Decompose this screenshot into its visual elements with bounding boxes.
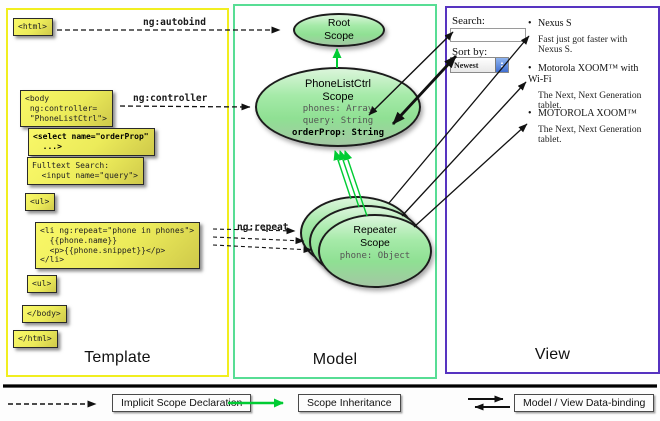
phonelistctrl-scope-title: PhoneListCtrl Scope <box>304 78 372 104</box>
code-box-select: <select name="orderProp" ...> <box>28 128 155 156</box>
item-desc: The Next, Next Generation tablet. <box>538 125 642 145</box>
stepper-down-icon: ▼ <box>500 64 504 69</box>
code-box-html-close: </html> <box>13 330 58 348</box>
phonelistctrl-scope-ellipse: PhoneListCtrl Scope phones: Array query:… <box>255 67 421 147</box>
prop-orderprop: orderProp: String <box>291 127 385 138</box>
search-label: Search: <box>452 15 485 27</box>
prop-phones: phones: Array <box>302 104 374 115</box>
select-stepper-icon: ▲ ▼ <box>495 58 508 72</box>
root-scope-title: Root Scope <box>324 17 354 42</box>
repeater-scope-title: Repeater Scope <box>353 224 397 249</box>
ng-repeat-label: ng:repeat <box>237 222 289 233</box>
sort-select[interactable]: Newest ▲ ▼ <box>450 57 509 73</box>
sort-select-value: Newest <box>454 60 479 70</box>
template-panel-label: Template <box>84 349 151 366</box>
list-item: •Motorola XOOM™ with Wi-Fi The Next, Nex… <box>528 63 648 111</box>
model-panel-label: Model <box>312 351 358 368</box>
item-name: •Nexus S <box>528 18 572 29</box>
view-panel-label: View <box>534 346 571 363</box>
code-box-li-repeat: <li ng:repeat="phone in phones"> {{phone… <box>35 222 201 269</box>
bullet-icon: • <box>528 18 532 29</box>
ng-autobind-label: ng:autobind <box>143 17 206 28</box>
legend-scope-inheritance-box: Scope Inheritance <box>298 394 401 412</box>
root-scope-ellipse: Root Scope <box>293 13 385 47</box>
ng-controller-label: ng:controller <box>133 93 208 104</box>
model-panel: Model <box>233 4 437 379</box>
repeater-scope-ellipse-front: Repeater Scope phone: Object <box>318 214 432 288</box>
bullet-icon: • <box>528 108 532 119</box>
prop-query: query: String <box>302 116 374 127</box>
search-input[interactable] <box>450 28 526 42</box>
list-item: •MOTOROLA XOOM™ The Next, Next Generatio… <box>528 108 648 145</box>
legend-databinding-box: Model / View Data-binding <box>514 394 655 412</box>
legend-implicit-scope-box: Implicit Scope Declaration <box>112 394 252 412</box>
bullet-icon: • <box>528 63 532 74</box>
item-desc: The Next, Next Generation tablet. <box>538 91 642 111</box>
code-box-body-close: </body> <box>22 305 67 323</box>
code-box-body-open: <body ng:controller= "PhoneListCtrl"> <box>20 90 113 128</box>
list-item: •Nexus S Fast just got faster with Nexus… <box>528 18 648 55</box>
code-box-ul-open: <ul> <box>25 193 56 211</box>
repeater-scope-prop: phone: Object <box>339 251 411 262</box>
code-box-ul-close: <ul> <box>27 275 58 293</box>
item-name: •MOTOROLA XOOM™ <box>528 108 637 119</box>
item-desc: Fast just got faster with Nexus S. <box>538 35 628 55</box>
phonelistctrl-scope-props: phones: Array query: String orderProp: S… <box>257 104 419 139</box>
item-name: •Motorola XOOM™ with Wi-Fi <box>528 63 639 85</box>
code-box-fulltext-search: Fulltext Search: <input name="query"> <box>27 157 144 185</box>
code-box-html-open: <html> <box>13 18 53 36</box>
